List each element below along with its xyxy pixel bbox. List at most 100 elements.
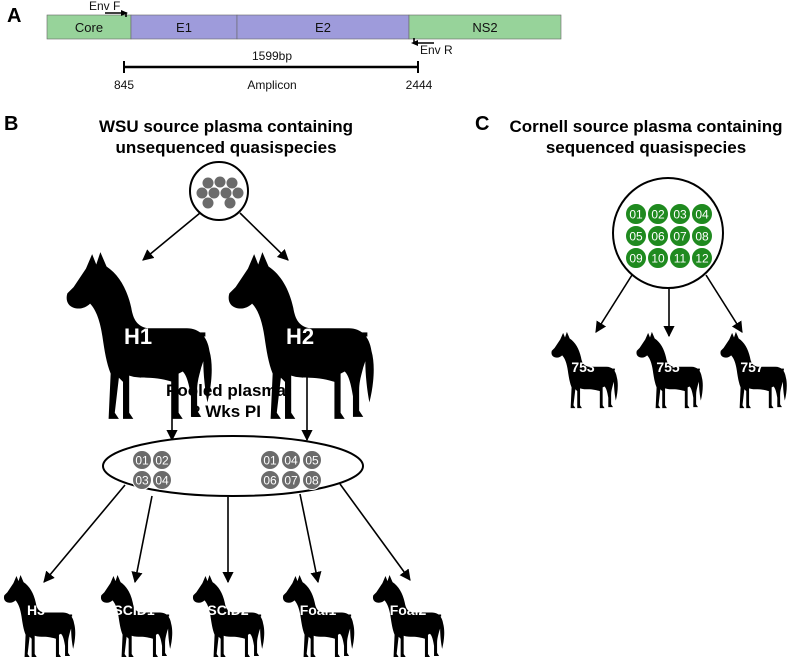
recipient-foal2-label: Foal2 bbox=[390, 602, 427, 618]
pooled-line2: 2 Wks PI bbox=[191, 402, 261, 421]
arrow-pool-to-scid1 bbox=[131, 495, 153, 584]
source-dot bbox=[214, 176, 226, 188]
recipient-755-label: 755 bbox=[656, 359, 680, 375]
cornell-qs-circle bbox=[625, 247, 647, 269]
cornell-qs-circle bbox=[691, 225, 713, 247]
pool-group2-qs-circle bbox=[260, 470, 280, 490]
cornell-qs-circle bbox=[625, 203, 647, 225]
pool-group1-qs-label: 02 bbox=[155, 454, 169, 468]
pool-group1-qs-circle bbox=[132, 470, 152, 490]
amplicon-label: Amplicon bbox=[247, 78, 296, 92]
pool-group2-qs-circle bbox=[302, 470, 322, 490]
cornell-qs-circle bbox=[669, 225, 691, 247]
cornell-qs-label: 04 bbox=[695, 208, 709, 222]
pool-group1-qs-label: 01 bbox=[135, 454, 149, 468]
pool-group1-qs-label: 04 bbox=[155, 474, 169, 488]
pool-group1-qs-label: 03 bbox=[135, 474, 149, 488]
pool-group2-qs-label: 06 bbox=[263, 474, 277, 488]
recipient-757-label: 757 bbox=[740, 359, 764, 375]
source-dot bbox=[220, 187, 232, 199]
source-dot bbox=[202, 177, 214, 189]
arrow-cornell-to-757 bbox=[705, 274, 743, 333]
recipient-scid2-label: SCID2 bbox=[207, 602, 248, 618]
cornell-qs-label: 03 bbox=[673, 208, 687, 222]
horse-h1-label: H1 bbox=[124, 324, 152, 349]
pool-group1-qs-circle bbox=[152, 470, 172, 490]
genome-core bbox=[46, 14, 132, 40]
cornell-qs-circle bbox=[625, 225, 647, 247]
arrow-pool-to-foal2 bbox=[339, 483, 411, 581]
panel-b-label: B bbox=[4, 113, 18, 135]
genome-e2 bbox=[236, 14, 410, 40]
genome-ns2 bbox=[408, 14, 562, 40]
cornell-qs-label: 08 bbox=[695, 230, 709, 244]
cornell-quasispecies: 01 02 03 04 05 06 07 08 09 10 11 12 bbox=[625, 203, 713, 269]
arrow-cornell-to-753 bbox=[595, 274, 633, 333]
cornell-qs-label: 09 bbox=[629, 252, 643, 266]
pool-group2-qs-label: 07 bbox=[284, 474, 298, 488]
pool-group2-qs-circle bbox=[260, 450, 280, 470]
primer-f-label: Env F bbox=[89, 0, 120, 13]
genome-e1-label: E1 bbox=[176, 20, 192, 35]
cornell-qs-circle bbox=[691, 247, 713, 269]
cornell-qs-circle bbox=[691, 203, 713, 225]
arrow-source-to-h2 bbox=[239, 212, 289, 261]
recipient-h3-label: H3 bbox=[27, 602, 45, 618]
cornell-qs-label: 07 bbox=[673, 230, 687, 244]
pool-group2-qs-circle bbox=[281, 470, 301, 490]
genome-core-label: Core bbox=[75, 20, 103, 35]
cornell-qs-circle bbox=[647, 203, 669, 225]
source-dot bbox=[224, 197, 236, 209]
pool-group1-qs-circle bbox=[152, 450, 172, 470]
source-dot bbox=[226, 177, 238, 189]
cornell-qs-label: 12 bbox=[695, 252, 709, 266]
pool-group2-quasispecies: 01 04 05 06 07 08 bbox=[260, 450, 322, 490]
horse-h2-label: H2 bbox=[286, 324, 314, 349]
panel-b-title-line2: unsequenced quasispecies bbox=[115, 138, 336, 157]
cornell-qs-label: 06 bbox=[651, 230, 665, 244]
wsu-source-dots bbox=[196, 176, 244, 209]
panel-c-title-line2: sequenced quasispecies bbox=[546, 138, 746, 157]
pool-group2-qs-circle bbox=[302, 450, 322, 470]
cornell-qs-circle bbox=[669, 247, 691, 269]
arrow-pool-to-foal1 bbox=[299, 493, 322, 584]
source-dot bbox=[196, 187, 208, 199]
pooled-line1: Pooled plasma bbox=[166, 381, 287, 400]
pool-group2-qs-label: 01 bbox=[263, 454, 277, 468]
cornell-qs-label: 11 bbox=[674, 252, 687, 266]
recipient-foal1-label: Foal1 bbox=[300, 602, 337, 618]
genome-e1 bbox=[130, 14, 238, 40]
arrow-pool-to-h3 bbox=[43, 484, 126, 583]
source-dot bbox=[208, 187, 220, 199]
pool-group1-quasispecies: 01 02 03 04 bbox=[132, 450, 172, 490]
panel-c-label: C bbox=[475, 113, 489, 135]
cornell-qs-circle bbox=[647, 225, 669, 247]
arrow-source-to-h1 bbox=[142, 212, 201, 261]
source-dot bbox=[232, 187, 244, 199]
pool-group2-qs-label: 04 bbox=[284, 454, 298, 468]
panel-b-title-line1: WSU source plasma containing bbox=[99, 117, 353, 136]
amplicon-start: 845 bbox=[114, 78, 134, 92]
amplicon-size: 1599bp bbox=[252, 49, 292, 63]
primer-r-arrowhead bbox=[411, 40, 418, 46]
genome-ns2-label: NS2 bbox=[472, 20, 497, 35]
panel-a-label: A bbox=[7, 5, 21, 27]
cornell-qs-label: 10 bbox=[651, 252, 665, 266]
recipient-scid1-label: SCID1 bbox=[113, 602, 154, 618]
primer-f-arrowhead bbox=[121, 10, 128, 16]
pool-group2-qs-label: 05 bbox=[305, 454, 319, 468]
recipient-753-label: 753 bbox=[571, 359, 595, 375]
cornell-qs-circle bbox=[647, 247, 669, 269]
pool-group1-qs-circle bbox=[132, 450, 152, 470]
primer-r-label: Env R bbox=[420, 43, 453, 57]
cornell-qs-label: 02 bbox=[651, 208, 665, 222]
cornell-qs-circle bbox=[669, 203, 691, 225]
source-dot bbox=[202, 197, 214, 209]
amplicon-end: 2444 bbox=[406, 78, 433, 92]
pool-group2-qs-circle bbox=[281, 450, 301, 470]
cornell-qs-label: 01 bbox=[629, 208, 643, 222]
pool-group2-qs-label: 08 bbox=[305, 474, 319, 488]
cornell-qs-label: 05 bbox=[629, 230, 643, 244]
genome-e2-label: E2 bbox=[315, 20, 331, 35]
